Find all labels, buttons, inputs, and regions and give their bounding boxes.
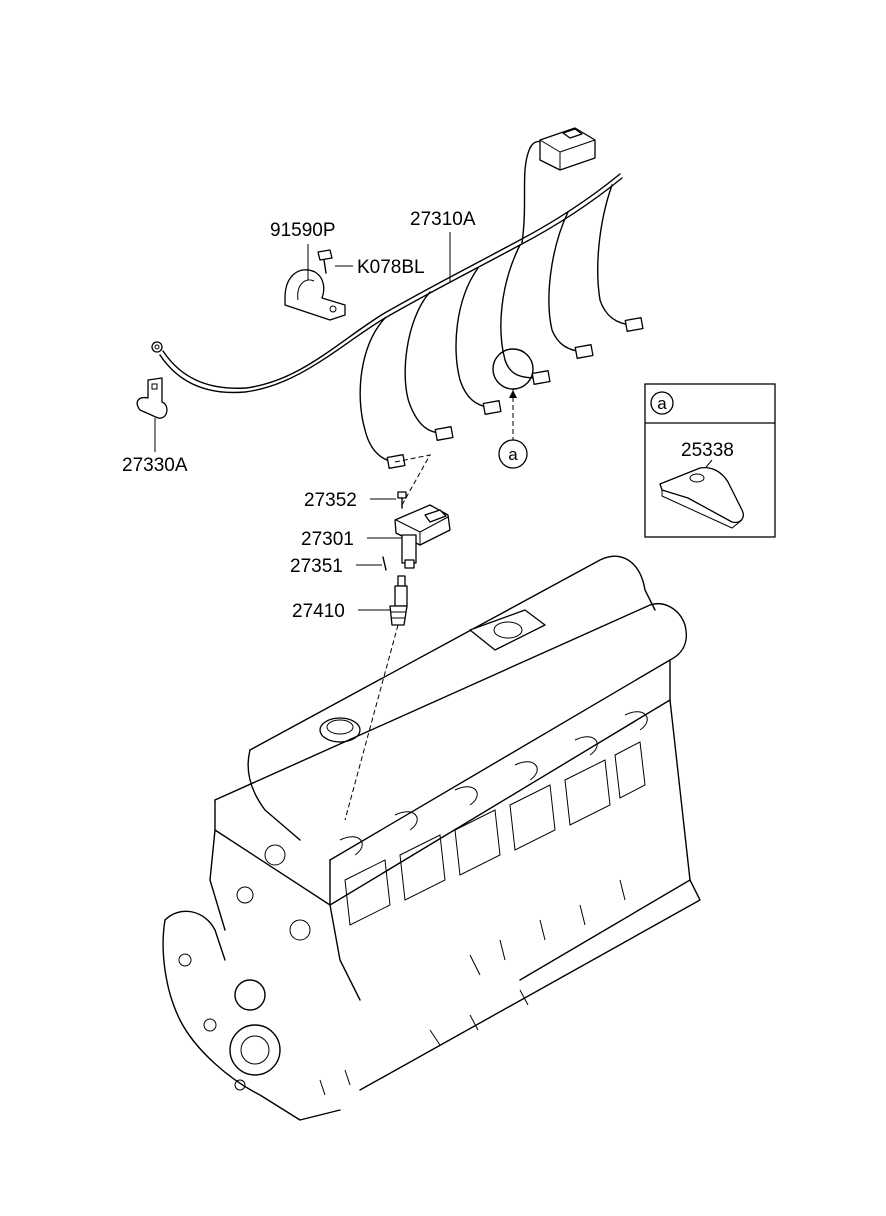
label-27351: 27351 [290, 556, 343, 577]
callout-ref-letter: a [508, 445, 518, 464]
coil-bolt [397, 491, 407, 509]
inset-part-25338 [659, 466, 744, 529]
clamp-bolt [317, 249, 333, 274]
ecu-connector [539, 127, 596, 171]
spark-plug [389, 575, 408, 626]
coil-pin [382, 556, 387, 571]
label-27310A: 27310A [410, 209, 476, 230]
label-27352: 27352 [304, 490, 357, 511]
label-K078BL: K078BL [357, 257, 425, 278]
engine-block [162, 555, 701, 1121]
harness-bracket [136, 377, 168, 419]
label-27330A: 27330A [122, 455, 188, 476]
label-91590P: 91590P [270, 220, 336, 241]
inset-ref-letter: a [657, 394, 667, 413]
inset-part-label: 25338 [681, 440, 734, 461]
detail-inset: a 25338 [644, 383, 776, 538]
ignition-coil [394, 504, 451, 569]
label-27301: 27301 [301, 529, 354, 550]
label-27410: 27410 [292, 601, 345, 622]
coil-connector [386, 317, 644, 469]
wiring-harness [151, 127, 644, 469]
harness-clamp [284, 269, 346, 321]
